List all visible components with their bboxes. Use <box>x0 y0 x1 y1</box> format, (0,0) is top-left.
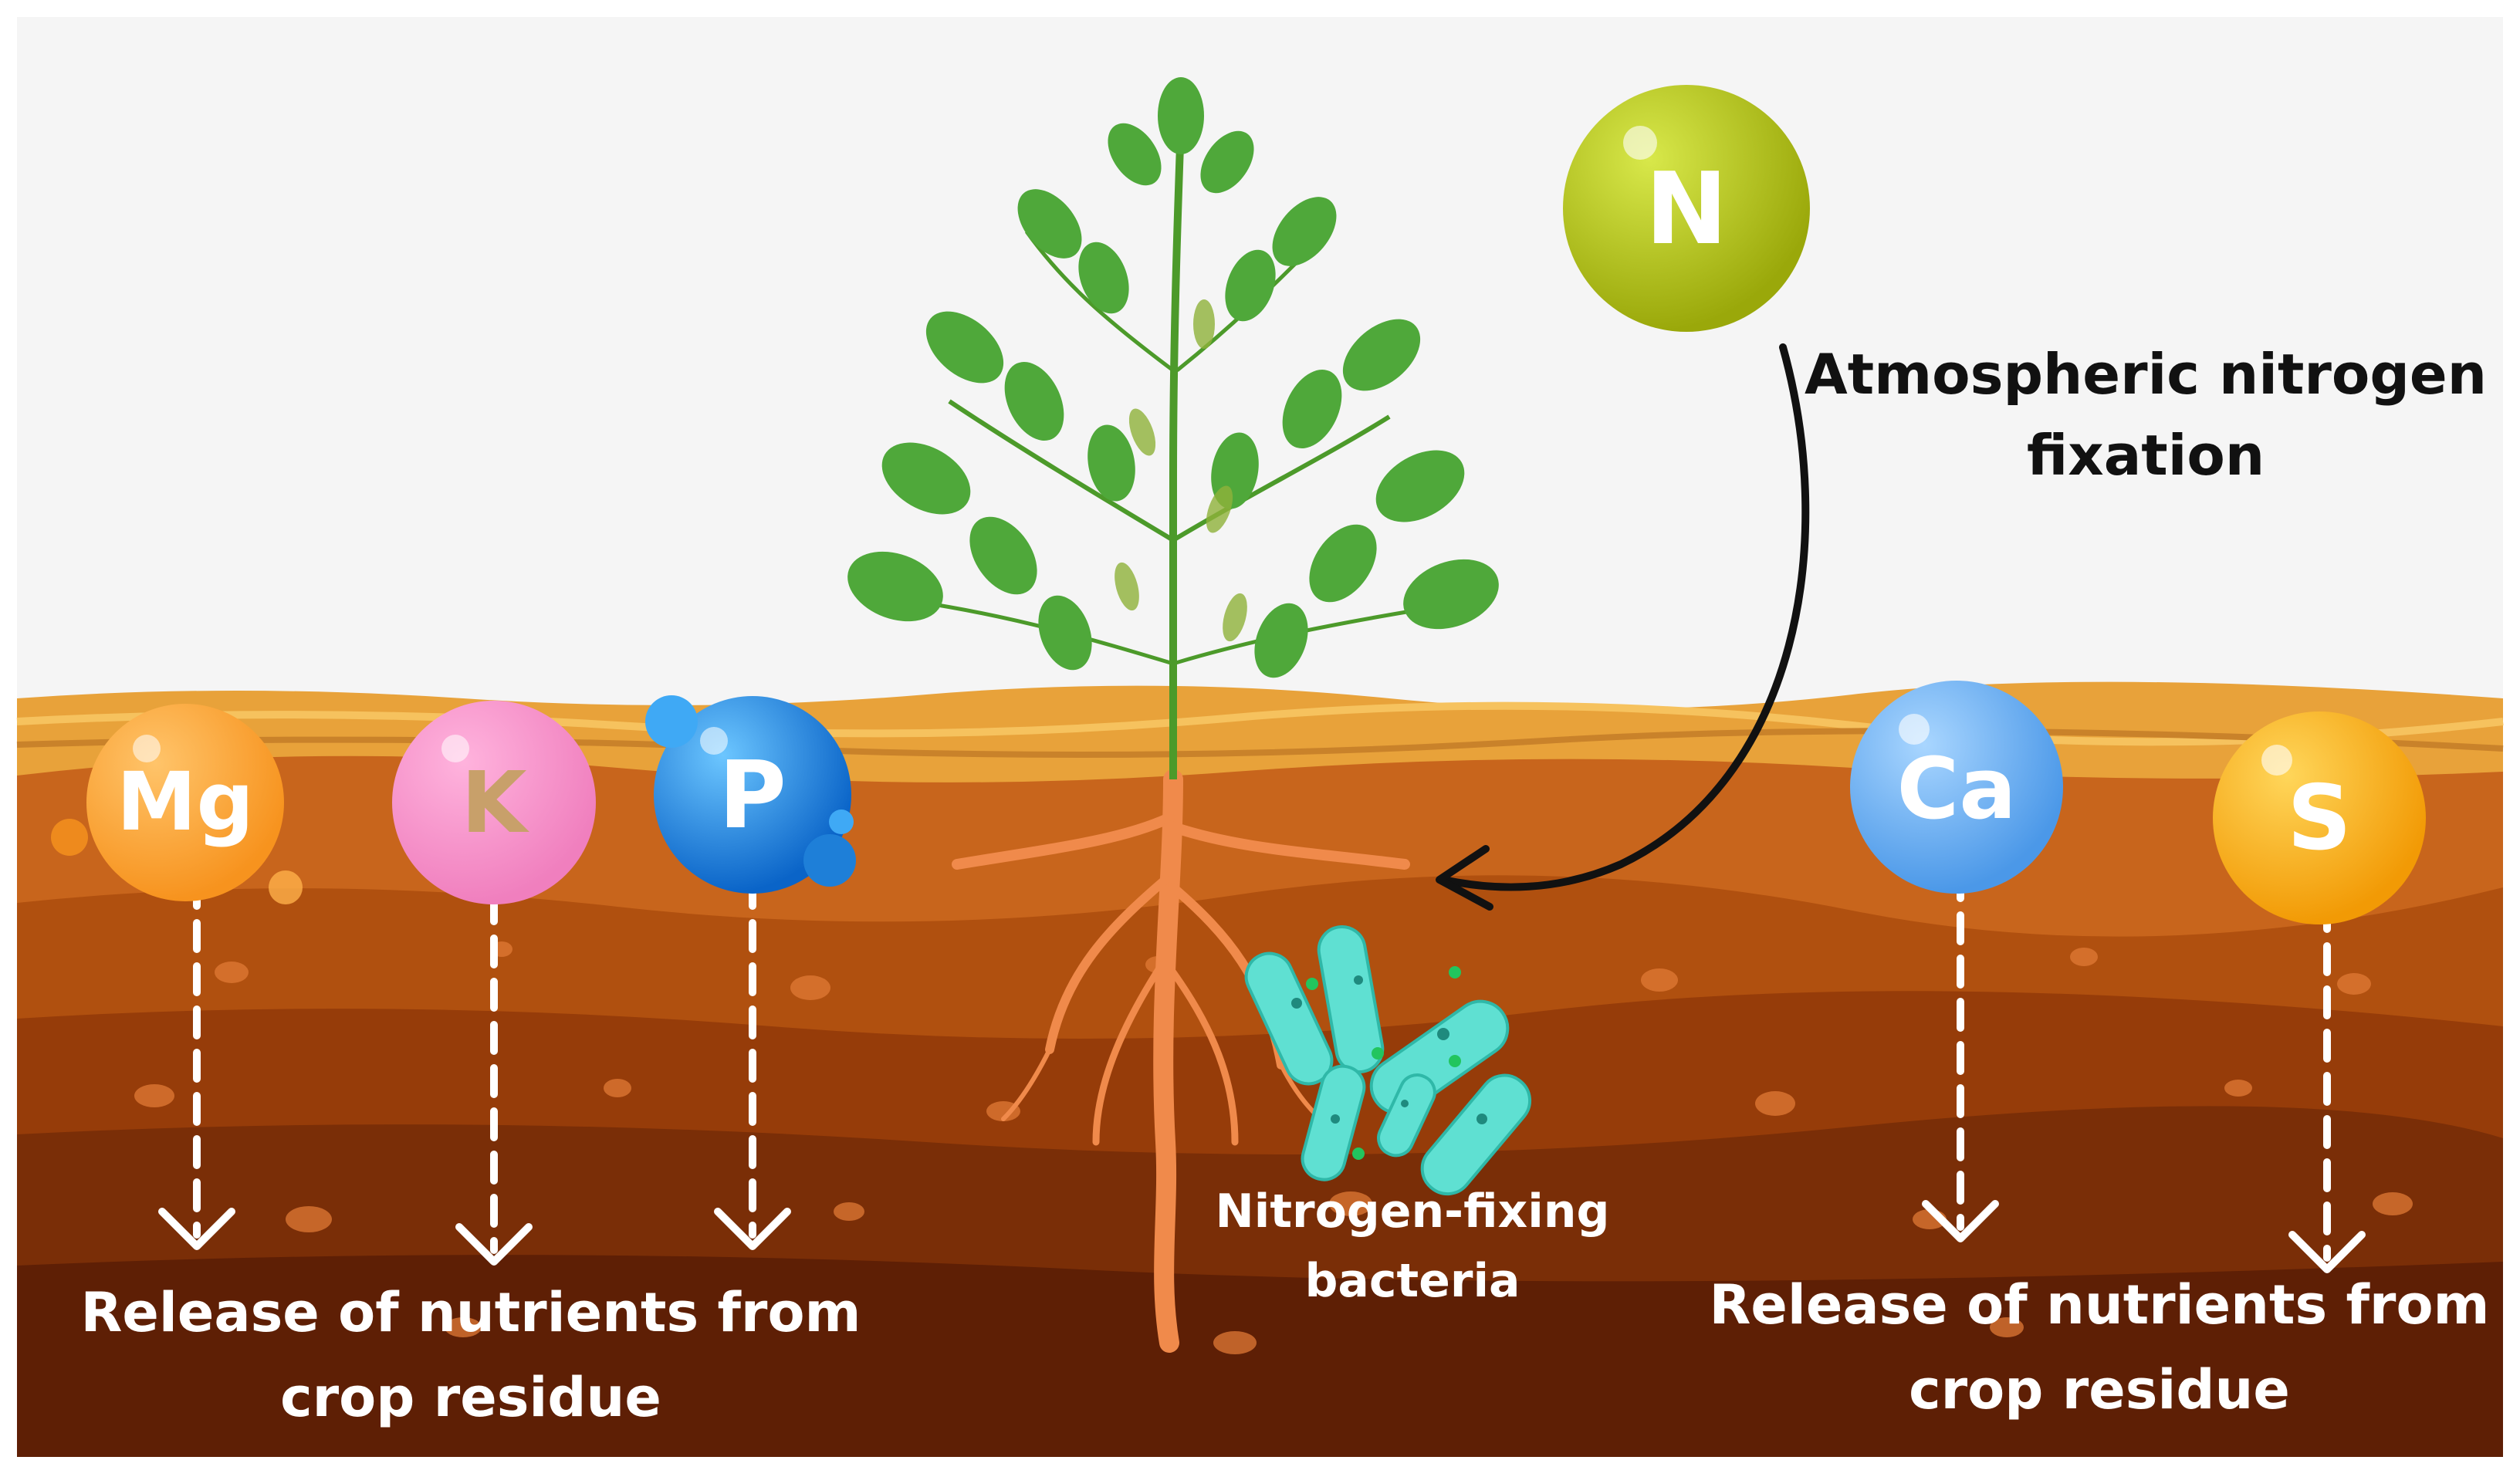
release-left-label-line2: crop residue <box>280 1366 661 1429</box>
nutrient-k: K <box>392 701 596 904</box>
nutrient-symbol-ca: Ca <box>1897 739 2017 838</box>
nutrient-ca: Ca <box>1850 681 2063 894</box>
dashed-down-arrows <box>158 868 2366 1273</box>
bacteria-particles <box>1306 966 1461 1160</box>
atmospheric-label-line1: Atmospheric nitrogen <box>1805 342 2487 407</box>
bacteria-label-line1: Nitrogen-fixing <box>1216 1185 1610 1239</box>
bacteria-label-line2: bacteria <box>1304 1254 1520 1308</box>
soil-layer-bottom <box>17 1255 2503 1457</box>
nutrient-symbol-n: N <box>1645 152 1727 267</box>
release-left-label-line1: Release of nutrients from <box>81 1281 861 1344</box>
nutrient-mg: Mg <box>51 704 303 904</box>
release-right-label-line1: Release of nutrients from <box>1710 1273 2490 1337</box>
nutrient-symbol-p: P <box>719 742 786 850</box>
atmospheric-label-line2: fixation <box>2027 423 2265 488</box>
nutrient-symbol-mg: Mg <box>117 755 254 849</box>
soil-layers <box>17 708 2503 1457</box>
nutrient-p: P <box>645 695 856 894</box>
nutrient-s: S <box>2213 711 2426 924</box>
release-right-label-line2: crop residue <box>1909 1358 2290 1421</box>
curved-arrow-icon <box>1436 343 1810 911</box>
soil-pebbles <box>134 941 2413 1354</box>
nutrient-n: N <box>1563 85 1810 332</box>
soybean-plant-icon <box>847 77 1499 779</box>
bacteria-icon <box>1244 924 1532 1196</box>
bacteria-spots <box>1291 975 1487 1124</box>
nutrient-symbol-k: K <box>461 753 529 852</box>
nutrient-symbol-s: S <box>2287 766 2352 870</box>
